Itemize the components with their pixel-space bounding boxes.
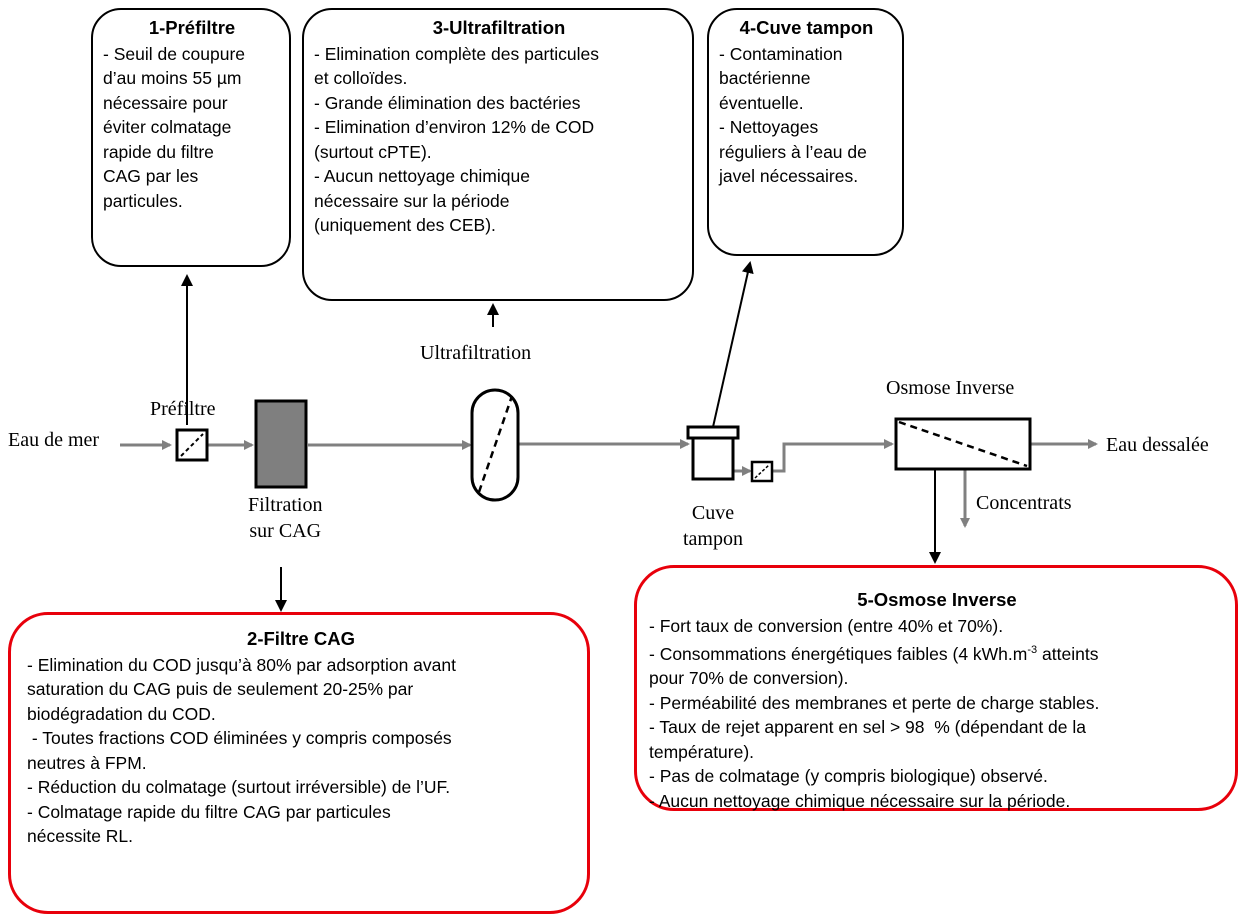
box-cag-filter-title: 2-Filtre CAG [247, 628, 355, 649]
box-buffer-tank: 4-Cuve tampon - Contamination bactérienn… [707, 8, 904, 256]
box-prefilter-line: CAG par les [103, 166, 199, 186]
box-cag-filter-line: biodégradation du COD. [27, 703, 216, 724]
box-ultrafiltration-line: - Elimination complète des particules [314, 43, 599, 64]
energy-text: - Consommations énergétiques faibles (4 … [649, 643, 1028, 664]
label-ultrafiltration: Ultrafiltration [420, 342, 532, 364]
box-cag-filter-line: - Réduction du colmatage (surtout irréve… [27, 777, 451, 797]
flow-cartridge-to-ro [772, 439, 894, 473]
ultrafiltration-module [470, 388, 520, 502]
box-ultrafiltration-line: nécessaire sur la période [314, 190, 510, 211]
reverse-osmosis-module [894, 417, 1032, 471]
box-ultrafiltration-line: (surtout cPTE). [314, 141, 432, 162]
box-prefilter-line: nécessaire pour [103, 92, 228, 113]
box-reverse-osmosis-line: - Consommations énergétiques faibles (4 … [649, 638, 1225, 666]
label-reverse-osmosis: Osmose Inverse [886, 377, 1015, 399]
cartridge-filter-symbol [750, 460, 774, 483]
box-cag-filter-line: neutres à FPM. [27, 752, 147, 773]
label-buffer-tank: Cuve tampon [683, 500, 743, 552]
box-ultrafiltration-title: 3-Ultrafiltration [432, 17, 566, 38]
box-reverse-osmosis-line: - Taux de rejet apparent en sel > 98 % (… [649, 717, 1086, 738]
box-buffer-tank-line: javel nécessaires. [719, 166, 859, 186]
label-desalinated-water: Eau dessalée [1106, 434, 1209, 456]
box-buffer-tank-line: bactérienne [719, 68, 811, 88]
box-ultrafiltration-line: - Aucun nettoyage chimique [314, 166, 530, 186]
box-ultrafiltration-line: et colloïdes. [314, 68, 408, 88]
box-ultrafiltration-line: - Grande élimination des bactéries [314, 92, 581, 113]
box-cag-filter-line: nécessite RL. [27, 826, 134, 846]
cag-filter-column [254, 399, 308, 489]
box-buffer-tank-line: - Nettoyages [719, 117, 819, 137]
box-ultrafiltration: 3-Ultrafiltration - Elimination complète… [302, 8, 694, 301]
box-reverse-osmosis-line: - Aucun nettoyage chimique nécessaire su… [649, 790, 1071, 811]
box-cag-filter-line: saturation du CAG puis de seulement 20-2… [27, 679, 414, 699]
energy-text-end: atteints [1042, 643, 1099, 664]
annotation-arrows [181, 261, 941, 612]
box-cag-filter: 2-Filtre CAG - Elimination du COD jusqu’… [8, 612, 590, 914]
box-reverse-osmosis: 5-Osmose Inverse - Fort taux de conversi… [634, 565, 1238, 811]
label-tank-line1: Cuve [691, 502, 735, 524]
arrow-tank-to-box4 [712, 261, 754, 428]
box-cag-filter-line: - Colmatage rapide du filtre CAG par par… [27, 801, 391, 822]
label-seawater: Eau de mer [8, 429, 100, 451]
box-prefilter-line: éviter colmatage [103, 117, 232, 137]
box-reverse-osmosis-line: - Pas de colmatage (y compris biologique… [649, 766, 1048, 787]
box-reverse-osmosis-line: température). [649, 741, 755, 762]
flow-lines [120, 439, 1098, 528]
energy-exponent: -3 [1027, 644, 1038, 656]
box-buffer-tank-title: 4-Cuve tampon [739, 17, 874, 38]
box-buffer-tank-line: réguliers à l’eau de [719, 141, 867, 162]
label-cag-filtration: Filtration sur CAG [248, 492, 322, 544]
label-cag-line1: Filtration [248, 494, 323, 516]
box-prefilter: 1-Préfiltre - Seuil de coupure d’au moin… [91, 8, 291, 267]
prefilter-symbol [175, 428, 209, 462]
box-prefilter-line: particules. [103, 190, 183, 211]
box-prefilter-title: 1-Préfiltre [148, 17, 236, 38]
box-cag-filter-line: - Elimination du COD jusqu’à 80% par ads… [27, 654, 456, 675]
label-cag-line2: sur CAG [249, 520, 322, 542]
box-ultrafiltration-line: (uniquement des CEB). [314, 215, 496, 235]
buffer-tank-symbol [686, 425, 740, 481]
label-concentrate: Concentrats [976, 492, 1072, 514]
box-reverse-osmosis-title: 5-Osmose Inverse [857, 589, 1017, 610]
box-prefilter-line: d’au moins 55 µm [103, 68, 242, 88]
box-prefilter-line: - Seuil de coupure [103, 43, 246, 64]
box-reverse-osmosis-line: pour 70% de conversion). [649, 668, 849, 689]
box-ultrafiltration-line: - Elimination d’environ 12% de COD [314, 117, 595, 137]
box-cag-filter-line: - Toutes fractions COD éliminées y compr… [27, 728, 452, 748]
box-buffer-tank-line: - Contamination [719, 43, 843, 64]
label-prefilter: Préfiltre [150, 398, 216, 420]
box-buffer-tank-line: éventuelle. [719, 92, 804, 113]
box-reverse-osmosis-line: - Perméabilité des membranes et perte de… [649, 692, 1100, 713]
box-reverse-osmosis-line: - Fort taux de conversion (entre 40% et … [649, 615, 1004, 636]
label-tank-line2: tampon [683, 528, 743, 550]
box-prefilter-line: rapide du filtre [103, 141, 214, 162]
